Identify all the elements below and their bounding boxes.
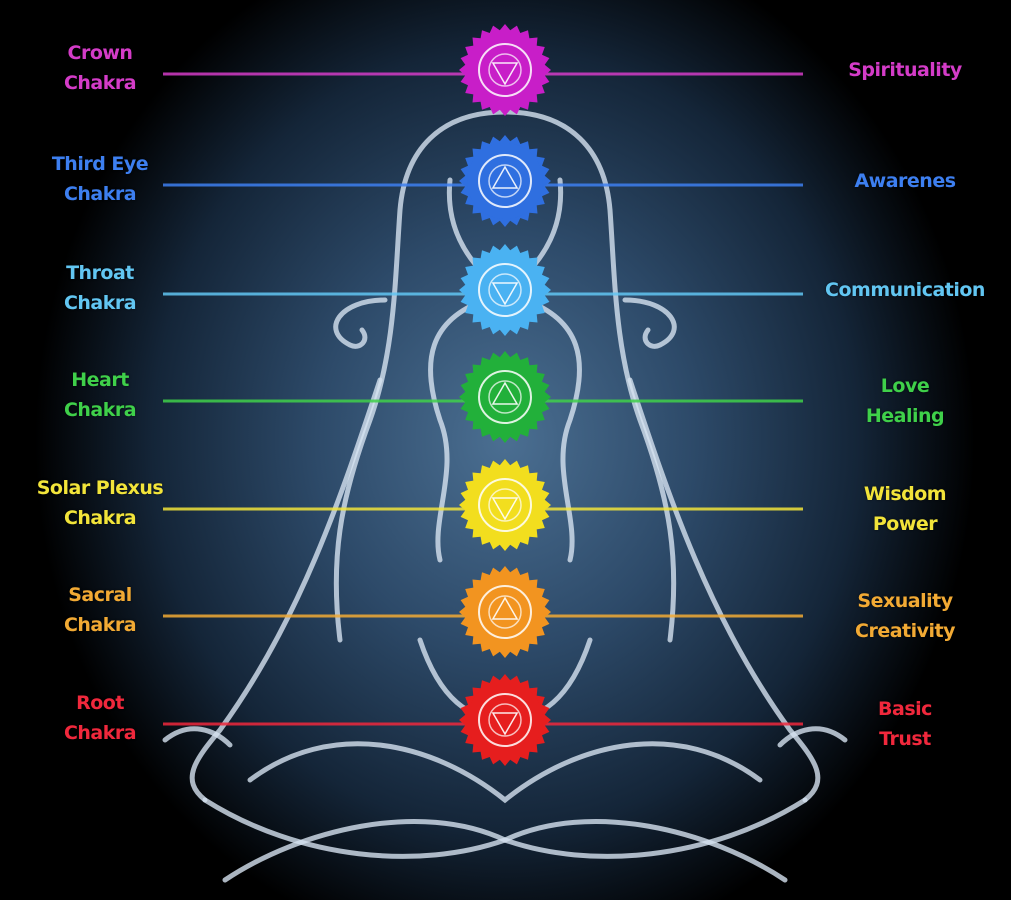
label-line: Chakra (63, 614, 137, 636)
third-eye-symbol-icon (459, 135, 551, 227)
solar-plexus-symbol-icon (459, 459, 551, 551)
chakra-row-heart (163, 351, 803, 443)
label-line: Love (880, 375, 930, 397)
label-line: Chakra (63, 72, 137, 94)
throat-symbol-icon (459, 244, 551, 336)
label-line: Sacral (68, 584, 132, 606)
label-line: Power (872, 513, 938, 535)
chakra-quality-label-crown: Spirituality (810, 55, 1000, 85)
label-line: Trust (879, 728, 931, 750)
label-line: Third Eye (51, 153, 149, 175)
chakra-row-throat (163, 244, 803, 336)
root-symbol-icon (459, 674, 551, 766)
label-line: Sexuality (857, 590, 953, 612)
label-line: Root (76, 692, 124, 714)
chakra-row-root (163, 674, 803, 766)
chakra-row-solar-plexus (163, 459, 803, 551)
label-line: Chakra (63, 183, 137, 205)
label-line: Basic (878, 698, 932, 720)
label-line: Chakra (63, 507, 137, 529)
label-line: Communication (825, 279, 985, 301)
heart-symbol-icon (459, 351, 551, 443)
chakra-row-sacral (163, 566, 803, 658)
meditating-figure-outline (162, 109, 848, 883)
label-line: Awarenes (854, 170, 956, 192)
om-symbol-icon (459, 24, 551, 116)
chakra-quality-label-throat: Communication (810, 275, 1000, 305)
label-line: Chakra (63, 292, 137, 314)
label-line: Chakra (63, 399, 137, 421)
sacral-symbol-icon (459, 566, 551, 658)
label-line: Solar Plexus (36, 477, 164, 499)
label-line: Wisdom (863, 483, 947, 505)
label-line: Chakra (63, 722, 137, 744)
chakra-row-crown (163, 24, 803, 116)
label-line: Spirituality (848, 59, 962, 81)
label-line: Crown (67, 42, 133, 64)
label-line: Healing (865, 405, 945, 427)
chakra-quality-label-third-eye: Awarenes (810, 166, 1000, 196)
label-line: Throat (66, 262, 134, 284)
chakra-row-third-eye (163, 135, 803, 227)
label-line: Creativity (855, 620, 955, 642)
label-line: Heart (71, 369, 129, 391)
